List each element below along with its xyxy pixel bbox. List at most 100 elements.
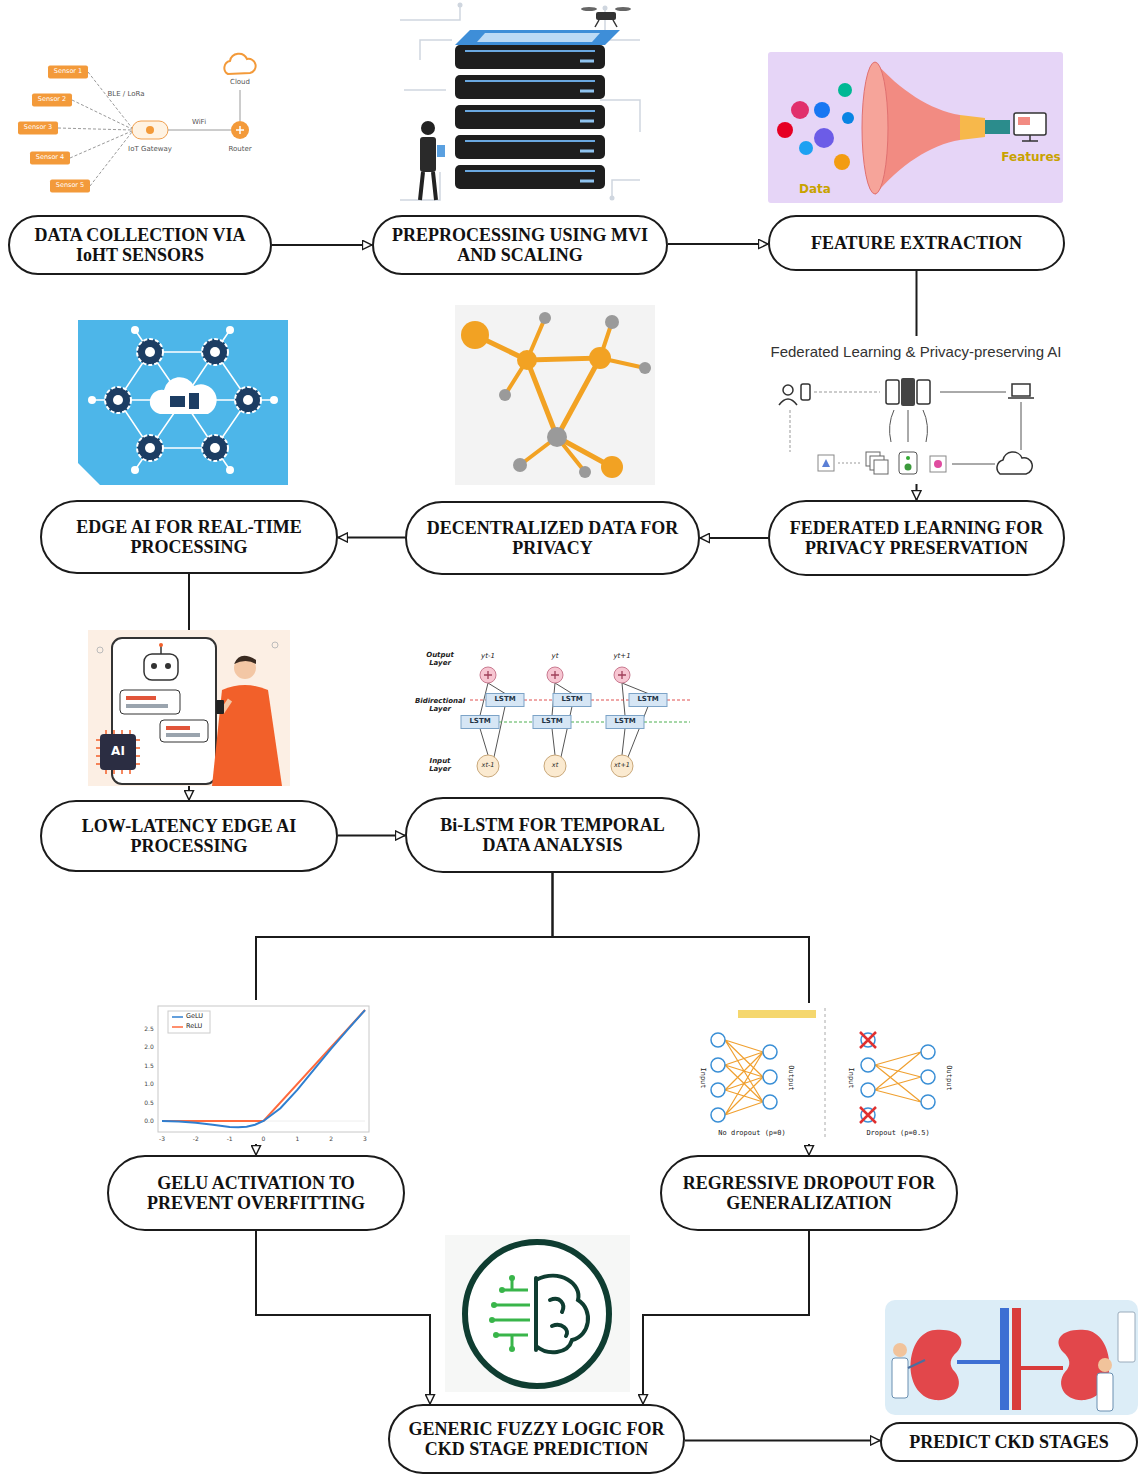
- edge-ai-phone-figure: [212, 685, 282, 786]
- fuzzy-brain-icon: [445, 1235, 630, 1392]
- dropout-figure: [738, 1010, 816, 1018]
- process-box: GENERIC FUZZY LOGIC FOR CKD STAGE PREDIC…: [388, 1404, 685, 1474]
- server-stack-figure: [477, 33, 600, 42]
- flow-arrow: [256, 1231, 430, 1404]
- network-cloud-figure: [202, 435, 228, 461]
- funnel-figure: [1018, 117, 1030, 125]
- iot-network-figure: [132, 121, 168, 139]
- figure-label: BLE / LoRa: [108, 91, 145, 99]
- server-stack-figure: [455, 75, 605, 99]
- flow-arrow: [643, 1231, 809, 1404]
- edge-ai-phone-figure: [166, 733, 200, 737]
- server-stack-figure: [596, 12, 616, 20]
- federated-learning-figure: [917, 380, 930, 404]
- figure-label: LSTM: [561, 696, 582, 704]
- federated-learning-figure: [901, 378, 915, 406]
- funnel-figure: [842, 112, 854, 124]
- server-stack-figure: [420, 172, 436, 200]
- funnel-figure: [1022, 135, 1038, 141]
- figure-label: xt-1: [482, 762, 495, 769]
- bilstm-figure: [480, 707, 648, 758]
- network-cloud-figure: [235, 387, 261, 413]
- dropout-figure: [825, 1008, 826, 1140]
- fuzzy-brain-icon: [509, 1275, 515, 1281]
- figure-label: -1: [227, 1136, 233, 1143]
- server-stack-figure: [400, 3, 640, 201]
- figure-label: 2.0: [144, 1044, 154, 1051]
- funnel-figure: [768, 52, 1063, 203]
- iot-network-figure: [168, 130, 231, 131]
- network-cloud-figure: [226, 326, 234, 334]
- molecule-figure: [499, 389, 511, 401]
- server-stack-figure: [437, 145, 445, 157]
- bilstm-figure: [544, 755, 566, 777]
- bilstm-figure: [461, 716, 499, 729]
- figure-label: AI: [111, 745, 125, 758]
- kidney-figure: [1021, 1366, 1063, 1370]
- funnel-figure: [799, 141, 813, 155]
- network-cloud-figure: [145, 347, 155, 357]
- funnel-figure: [862, 62, 888, 194]
- figure-label: WiFi: [192, 119, 206, 127]
- funnel-figure: [1014, 113, 1046, 135]
- network-cloud-figure: [145, 443, 155, 453]
- figure-label: Cloud: [230, 79, 250, 87]
- figure-label: LSTM: [637, 696, 658, 704]
- box-text: GELU ACTIVATION TO PREVENT OVERFITTING: [123, 1173, 389, 1213]
- federated-learning-figure: [1008, 397, 1034, 399]
- molecule-figure: [589, 347, 611, 369]
- federated-learning-figure: [838, 463, 862, 464]
- figure-label: 1.0: [144, 1081, 154, 1088]
- dropout-figure: [763, 1045, 777, 1059]
- kidney-figure: [885, 1300, 1138, 1415]
- kidney-figure: [885, 1300, 1138, 1415]
- iot-network-figure: [18, 122, 58, 135]
- dropout-figure: [725, 1040, 763, 1115]
- molecule-figure: [539, 312, 551, 324]
- molecule-figure: [601, 456, 623, 478]
- figure-label: No dropout (p=0): [718, 1130, 785, 1138]
- flow-arrow: [338, 537, 405, 539]
- process-box: FEATURE EXTRACTION: [768, 215, 1065, 271]
- process-box: REGRESSIVE DROPOUT FOR GENERALIZATION: [660, 1155, 958, 1231]
- funnel-figure: [777, 122, 793, 138]
- molecule-figure: [579, 466, 591, 478]
- figure-label: 0: [262, 1136, 266, 1143]
- network-cloud-figure: [150, 377, 217, 414]
- bilstm-figure: [484, 671, 626, 679]
- box-text: EDGE AI FOR REAL-TIME PROCESSING: [56, 517, 322, 557]
- gelu-chart-figure: [162, 1010, 365, 1121]
- molecule-figure: [547, 427, 567, 447]
- figure-label: -3: [159, 1136, 165, 1143]
- federated-learning-figure: [783, 385, 793, 395]
- figure-label: Output: [944, 1065, 952, 1090]
- dropout-figure: [711, 1033, 725, 1047]
- figure-label: Sensor 3: [24, 124, 52, 131]
- server-stack-figure: [580, 61, 594, 181]
- flow-arrow: [685, 1440, 880, 1442]
- molecule-figure: [505, 318, 645, 472]
- figure-label: Sensor 1: [54, 68, 82, 75]
- fuzzy-brain-icon: [465, 1242, 609, 1386]
- figure-label: Output Layer: [420, 652, 460, 667]
- fuzzy-brain-icon: [493, 1332, 499, 1338]
- server-stack-figure: [615, 7, 631, 11]
- bilstm-figure: [499, 722, 690, 723]
- iot-network-figure: [50, 180, 90, 193]
- dropout-figure: [921, 1095, 935, 1109]
- figure-label: LSTM: [541, 718, 562, 726]
- edge-ai-phone-figure: [159, 643, 163, 647]
- figure-label: ReLU: [186, 1023, 202, 1030]
- federated-learning-figure: [814, 392, 880, 393]
- funnel-figure: [814, 102, 830, 118]
- iot-network-figure: [30, 152, 70, 165]
- federated-learning-figure: [790, 410, 791, 452]
- process-box: DATA COLLECTION VIA IoHT SENSORS: [8, 215, 272, 275]
- server-stack-figure: [455, 45, 605, 69]
- molecule-figure: [513, 458, 527, 472]
- figure-label: Sensor 2: [38, 96, 66, 103]
- box-text: DECENTRALIZED DATA FOR PRIVACY: [421, 518, 684, 558]
- edge-ai-phone-figure: [126, 696, 156, 700]
- gelu-chart-figure: [140, 1000, 375, 1144]
- dropout-figure: [875, 1052, 921, 1102]
